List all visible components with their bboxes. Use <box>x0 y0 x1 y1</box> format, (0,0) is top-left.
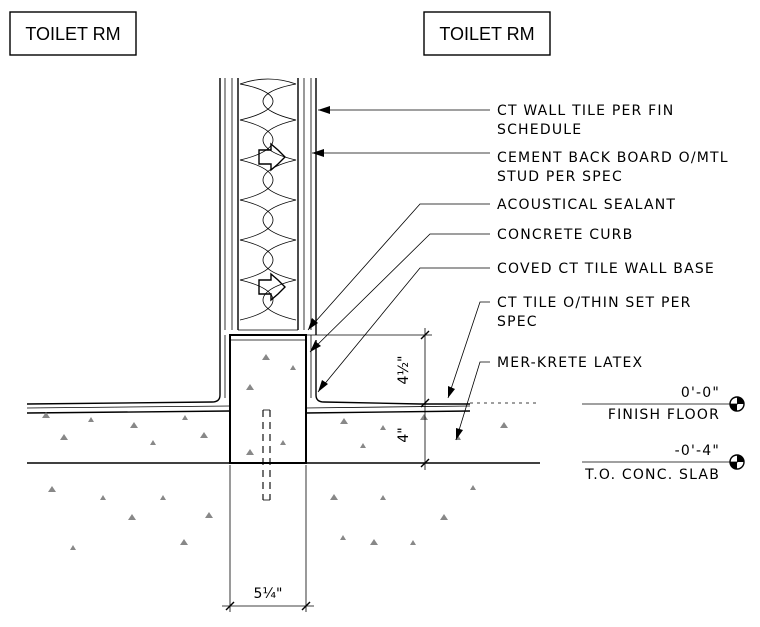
callout-coved-base: COVED CT TILE WALL BASE <box>497 261 715 277</box>
svg-text:CT WALL TILE PER FIN: CT WALL TILE PER FIN <box>497 103 674 119</box>
svg-text:CT TILE O/THIN SET PER: CT TILE O/THIN SET PER <box>497 295 692 311</box>
svg-text:CEMENT BACK BOARD O/MTL: CEMENT BACK BOARD O/MTL <box>497 150 729 166</box>
dim-slab-depth-text: 4" <box>396 427 412 442</box>
svg-text:FINISH FLOOR: FINISH FLOOR <box>608 407 720 423</box>
callout-cement-back-board: CEMENT BACK BOARD O/MTL STUD PER SPEC <box>497 150 729 185</box>
svg-text:T.O. CONC. SLAB: T.O. CONC. SLAB <box>584 467 720 483</box>
dim-curb-width: 5¼" <box>222 465 314 612</box>
callout-ct-wall-tile: CT WALL TILE PER FIN SCHEDULE <box>497 103 674 138</box>
room-tag-left-box <box>9 11 137 56</box>
callout-ct-tile-thin-set: CT TILE O/THIN SET PER SPEC <box>497 295 692 330</box>
dim-vertical: 4½" 4" <box>306 328 432 470</box>
svg-text:STUD PER SPEC: STUD PER SPEC <box>497 169 623 185</box>
concrete-curb <box>229 334 307 464</box>
svg-text:0'-0": 0'-0" <box>681 385 720 401</box>
room-tag-right: TOILET RM <box>439 24 534 44</box>
concrete-aggregate <box>42 354 508 550</box>
callout-mer-krete-latex: MER-KRETE LATEX <box>497 355 643 371</box>
wall-assembly <box>219 78 317 335</box>
callout-acoustical-sealant: ACOUSTICAL SEALANT <box>497 197 676 213</box>
floor-tile-left <box>26 335 231 414</box>
room-tag-left: TOILET RM <box>25 24 120 44</box>
elevation-finish-floor: 0'-0" FINISH FLOOR <box>582 385 745 423</box>
leaders <box>307 106 490 441</box>
room-tag-right-box <box>423 11 551 56</box>
floor-tile-right <box>304 335 540 414</box>
callout-concrete-curb: CONCRETE CURB <box>497 227 633 243</box>
dowel <box>262 409 271 501</box>
elevation-conc-slab: -0'-4" T.O. CONC. SLAB <box>582 443 745 483</box>
svg-text:SCHEDULE: SCHEDULE <box>497 122 582 138</box>
dim-curb-height-text: 4½" <box>396 356 412 385</box>
dim-curb-width-text: 5¼" <box>254 586 283 602</box>
svg-text:SPEC: SPEC <box>497 314 538 330</box>
svg-text:-0'-4": -0'-4" <box>675 443 720 459</box>
